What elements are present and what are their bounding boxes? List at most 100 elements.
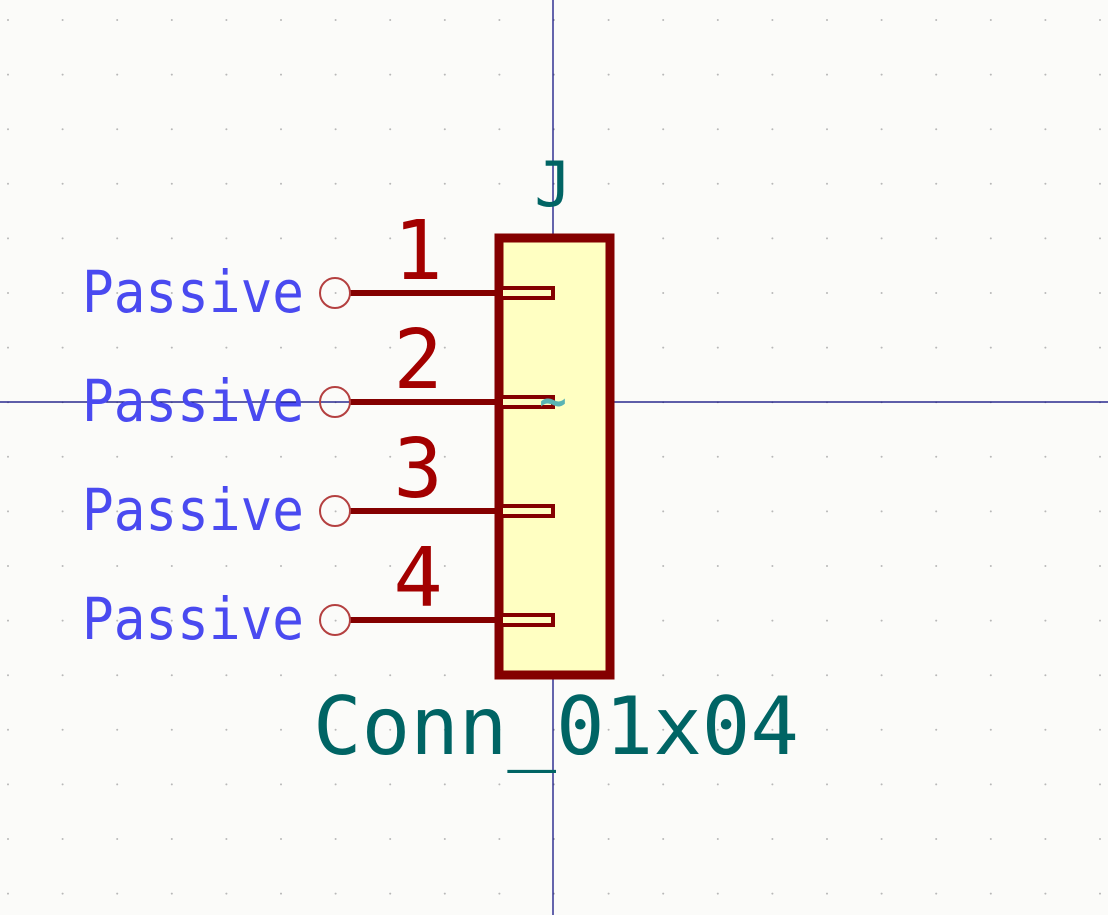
grid-dot xyxy=(1044,292,1047,294)
grid-dot xyxy=(170,838,173,840)
grid-dot xyxy=(7,128,9,131)
grid-dot xyxy=(443,728,446,731)
reference-designator[interactable]: J xyxy=(534,148,571,221)
grid-dot xyxy=(61,783,64,786)
grid-dot xyxy=(1044,455,1047,458)
grid-dot xyxy=(771,565,774,567)
grid-dot xyxy=(989,510,992,513)
grid-dot xyxy=(989,292,992,294)
grid-dot xyxy=(1099,892,1101,895)
pin-stub xyxy=(499,395,555,409)
grid-dot xyxy=(771,619,774,622)
grid-dot xyxy=(1044,182,1047,185)
grid-dot xyxy=(443,892,446,895)
grid-dot xyxy=(225,619,228,622)
grid-dot xyxy=(771,838,774,840)
grid-dot xyxy=(662,619,665,622)
grid-dot xyxy=(1044,73,1047,76)
grid-dot xyxy=(61,292,64,294)
grid-dot xyxy=(443,19,446,21)
grid-dot xyxy=(7,182,9,185)
grid-dot xyxy=(716,73,719,76)
grid-dot xyxy=(607,73,610,76)
grid-dot xyxy=(225,73,228,76)
grid-dot xyxy=(1044,783,1047,786)
pin-end-circle[interactable] xyxy=(319,277,351,309)
grid-dot xyxy=(771,346,774,349)
grid-dot xyxy=(1099,455,1101,458)
grid-dot xyxy=(771,783,774,786)
grid-dot xyxy=(498,19,501,21)
grid-dot xyxy=(225,237,228,240)
grid-dot xyxy=(498,73,501,76)
grid-dot xyxy=(170,182,173,185)
grid-dot xyxy=(716,292,719,294)
grid-dot xyxy=(225,728,228,731)
grid-dot xyxy=(716,783,719,786)
grid-dot xyxy=(280,728,282,731)
value-field[interactable]: Conn_01x04 xyxy=(313,680,799,773)
grid-dot xyxy=(61,838,64,840)
grid-dot xyxy=(116,619,119,622)
grid-dot xyxy=(1044,237,1047,240)
grid-dot xyxy=(1044,892,1047,895)
grid-dot xyxy=(225,128,228,131)
grid-dot xyxy=(826,783,828,786)
grid-dot xyxy=(334,128,337,131)
grid-dot xyxy=(334,346,337,349)
component-body[interactable] xyxy=(494,233,615,680)
grid-dot xyxy=(1044,838,1047,840)
grid-dot xyxy=(1099,728,1101,731)
grid-dot xyxy=(935,674,938,677)
grid-dot xyxy=(170,346,173,349)
grid-dot xyxy=(7,292,9,294)
grid-dot xyxy=(989,19,992,21)
grid-dot xyxy=(443,674,446,677)
grid-dot xyxy=(662,728,665,731)
grid-dot xyxy=(225,892,228,895)
pin-end-circle[interactable] xyxy=(319,386,351,418)
grid-dot xyxy=(989,728,992,731)
grid-dot xyxy=(1044,728,1047,731)
grid-dot xyxy=(280,182,282,185)
grid-dot xyxy=(771,182,774,185)
grid-dot xyxy=(662,565,665,567)
grid-dot xyxy=(935,565,938,567)
grid-dot xyxy=(61,510,64,513)
pin-end-circle[interactable] xyxy=(319,495,351,527)
pin-number: 4 xyxy=(393,531,442,626)
grid-dot xyxy=(1044,510,1047,513)
grid-dot xyxy=(1099,182,1101,185)
grid-dot xyxy=(826,292,828,294)
grid-dot xyxy=(389,455,392,458)
grid-dot xyxy=(1099,237,1101,240)
grid-dot xyxy=(61,674,64,677)
grid-dot xyxy=(170,783,173,786)
grid-dot xyxy=(935,510,938,513)
grid-dot xyxy=(280,73,282,76)
grid-dot xyxy=(935,455,938,458)
grid-dot xyxy=(334,455,337,458)
grid-dot xyxy=(880,182,883,185)
grid-dot xyxy=(880,346,883,349)
grid-dot xyxy=(716,619,719,622)
grid-dot xyxy=(826,619,828,622)
grid-dot xyxy=(116,565,119,567)
grid-dot xyxy=(498,182,501,185)
grid-dot xyxy=(662,783,665,786)
grid-dot xyxy=(7,728,9,731)
pin-end-circle[interactable] xyxy=(319,604,351,636)
grid-dot xyxy=(1044,346,1047,349)
grid-dot xyxy=(989,455,992,458)
grid-dot xyxy=(498,783,501,786)
grid-dot xyxy=(771,73,774,76)
grid-dot xyxy=(826,674,828,677)
grid-dot xyxy=(116,674,119,677)
grid-dot xyxy=(334,565,337,567)
grid-dot xyxy=(771,728,774,731)
